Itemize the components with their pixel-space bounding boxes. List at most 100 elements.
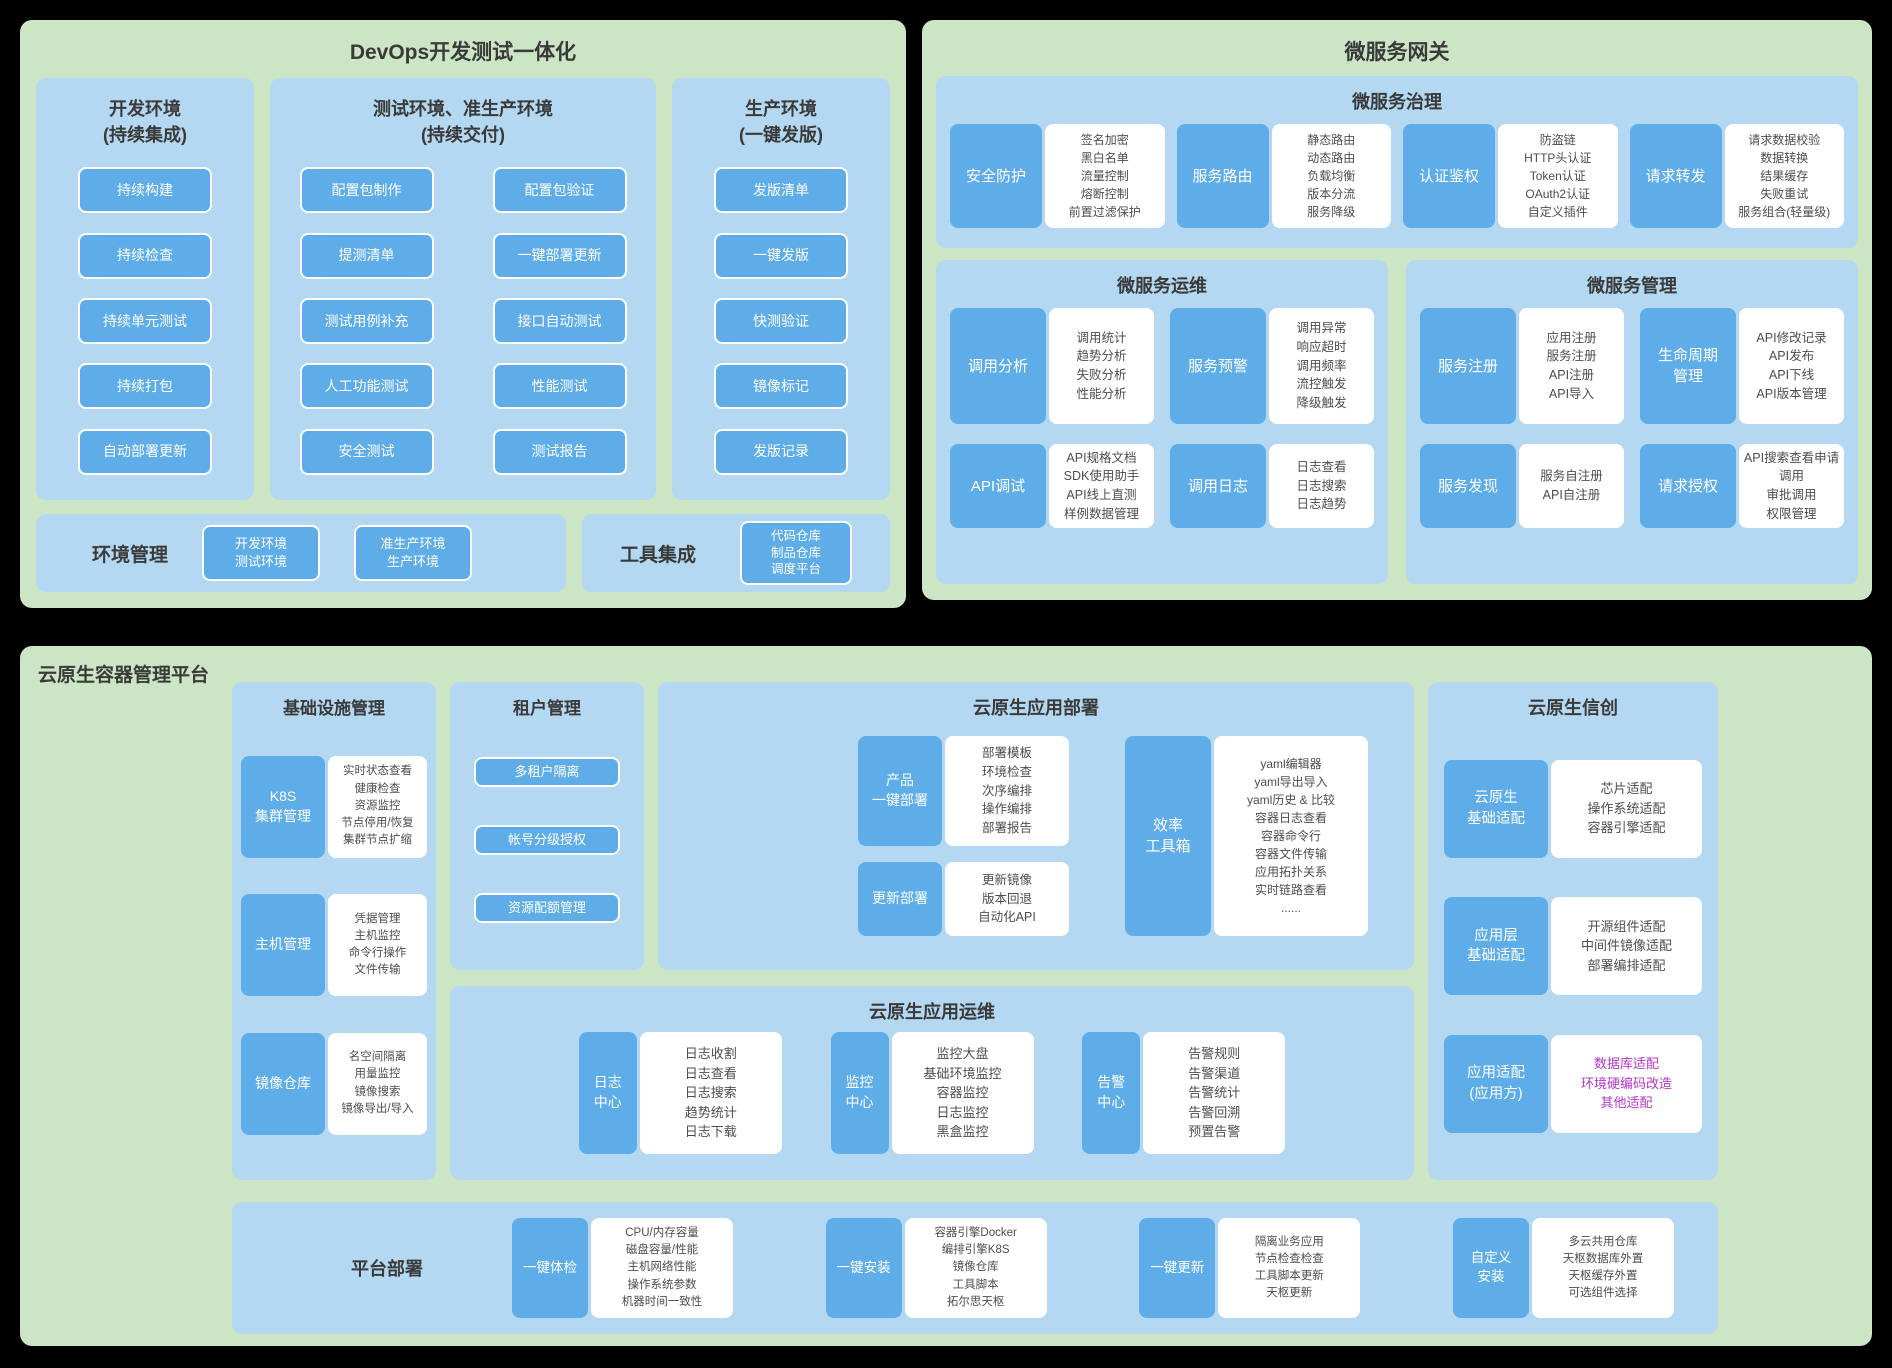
feature-details: 签名加密 黑白名单 流量控制 熔断控制 前置过滤保护 bbox=[1045, 124, 1165, 228]
app-ops-features: 日志 中心 日志收割 日志查看 日志搜索 趋势统计 日志下载 监控 中心 监控大… bbox=[450, 1024, 1414, 1154]
feature-block: 认证鉴权 防盗链 HTTP头认证 Token认证 OAuth2认证 自定义插件 bbox=[1403, 124, 1618, 228]
feature-details: 更新镜像 版本回退 自动化API bbox=[945, 862, 1069, 936]
env-management-label: 环境管理 bbox=[92, 544, 169, 566]
feature-block: 服务路由 静态路由 动态路由 负载均衡 版本分流 服务降级 bbox=[1176, 124, 1391, 228]
feature-block: 调用日志 日志查看 日志搜索 日志趋势 bbox=[1170, 444, 1374, 528]
gateway-operations-title: 微服务运维 bbox=[1117, 276, 1207, 296]
feature-details: 容器引擎Docker 编排引擎K8S 镜像仓库 工具脚本 拓尔思天枢 bbox=[904, 1218, 1047, 1318]
pipeline-step-button: 性能测试 bbox=[492, 363, 627, 410]
pipeline-step-button: 配置包验证 bbox=[492, 167, 627, 214]
infrastructure-features: K8S 集群管理 实时状态查看 健康检查 资源监控 节点停用/恢复 集群节点扩缩… bbox=[232, 719, 436, 1171]
feature-block: 云原生 基础适配 芯片适配 操作系统适配 容器引擎适配 bbox=[1444, 759, 1702, 858]
platform-deploy-title: 平台部署 bbox=[351, 1259, 423, 1279]
prod-env-steps: 发版清单 一键发版 快测验证 镜像标记 发版记录 bbox=[672, 148, 890, 500]
feature-label: 调用分析 bbox=[950, 308, 1046, 424]
pipeline-step-button: 持续单元测试 bbox=[78, 298, 212, 345]
governance-title: 微服务治理 bbox=[1352, 92, 1442, 112]
feature-label: 自定义 安装 bbox=[1452, 1218, 1529, 1318]
test-env-steps-left: 配置包制作 提测清单 测试用例补充 人工功能测试 安全测试 bbox=[270, 148, 463, 500]
feature-details: API修改记录 API发布 API下线 API版本管理 bbox=[1739, 308, 1844, 424]
tenant-feature-button: 多租户隔离 bbox=[474, 757, 620, 787]
pipeline-step-button: 接口自动测试 bbox=[492, 298, 627, 345]
feature-details: 名空间隔离 用量监控 镜像搜索 镜像导出/导入 bbox=[328, 1032, 427, 1135]
feature-label: 服务预警 bbox=[1170, 308, 1266, 424]
feature-label: 请求转发 bbox=[1629, 124, 1722, 228]
feature-label: 效率 工具箱 bbox=[1125, 736, 1211, 936]
pipeline-step-button: 自动部署更新 bbox=[78, 428, 212, 475]
prod-env-header: 生产环境 (一键发版) bbox=[739, 99, 823, 146]
dev-env-column: 开发环境 (持续集成) 持续构建 持续检查 持续单元测试 持续打包 自动部署更新 bbox=[36, 78, 254, 500]
pipeline-step-button: 持续打包 bbox=[78, 363, 212, 410]
feature-label: 调用日志 bbox=[1170, 444, 1266, 528]
feature-details: 防盗链 HTTP头认证 Token认证 OAuth2认证 自定义插件 bbox=[1498, 124, 1618, 228]
feature-label: 应用层 基础适配 bbox=[1444, 897, 1548, 995]
feature-block: 监控 中心 监控大盘 基础环境监控 容器监控 日志监控 黑盒监控 bbox=[830, 1032, 1034, 1154]
feature-label: 镜像仓库 bbox=[241, 1032, 325, 1135]
feature-label: 安全防护 bbox=[950, 124, 1042, 228]
feature-label: 一键更新 bbox=[1139, 1218, 1216, 1318]
app-ops-section: 云原生应用运维 日志 中心 日志收割 日志查看 日志搜索 趋势统计 日志下载 监… bbox=[450, 986, 1414, 1180]
test-env-steps: 配置包制作 提测清单 测试用例补充 人工功能测试 安全测试 配置包验证 一键部署… bbox=[270, 148, 656, 500]
feature-label: API调试 bbox=[950, 444, 1046, 528]
pipeline-step-button: 测试报告 bbox=[492, 428, 627, 475]
feature-label: 产品 一键部署 bbox=[858, 736, 942, 846]
feature-block: 产品 一键部署 部署模板 环境检查 次序编排 操作编排 部署报告 bbox=[858, 736, 1069, 846]
infrastructure-section: 基础设施管理 K8S 集群管理 实时状态查看 健康检查 资源监控 节点停用/恢复… bbox=[232, 682, 436, 1180]
tenant-section: 租户管理 多租户隔离 帐号分级授权 资源配额管理 bbox=[450, 682, 644, 970]
cloud-platform-title: 云原生容器管理平台 bbox=[38, 665, 210, 686]
devops-panel: DevOps开发测试一体化 开发环境 (持续集成) 持续构建 持续检查 持续单元… bbox=[20, 20, 906, 608]
pipeline-step-button: 持续构建 bbox=[78, 167, 212, 214]
tenant-title: 租户管理 bbox=[513, 699, 581, 718]
gateway-panel-title: 微服务网关 bbox=[1344, 41, 1450, 64]
pipeline-step-button: 配置包制作 bbox=[299, 167, 434, 214]
governance-features: 安全防护 签名加密 黑白名单 流量控制 熔断控制 前置过滤保护 服务路由 静态路… bbox=[936, 114, 1858, 228]
xinchuang-title: 云原生信创 bbox=[1528, 698, 1618, 718]
pipeline-step-button: 一键发版 bbox=[714, 232, 848, 279]
feature-details: 部署模板 环境检查 次序编排 操作编排 部署报告 bbox=[945, 736, 1069, 846]
gateway-panel: 微服务网关 微服务治理 安全防护 签名加密 黑白名单 流量控制 熔断控制 前置过… bbox=[922, 20, 1872, 600]
pipeline-step-button: 提测清单 bbox=[299, 232, 434, 279]
feature-block: 一键体检 CPU/内存容量 磁盘容量/性能 主机网络性能 操作系统参数 机器时间… bbox=[512, 1218, 733, 1318]
feature-block: 应用层 基础适配 开源组件适配 中间件镜像适配 部署编排适配 bbox=[1444, 897, 1702, 995]
feature-block: 服务发现 服务自注册 API自注册 bbox=[1420, 444, 1624, 528]
feature-label: 监控 中心 bbox=[830, 1032, 889, 1154]
devops-panel-title: DevOps开发测试一体化 bbox=[349, 41, 577, 64]
pipeline-step-button: 快测验证 bbox=[714, 298, 848, 345]
feature-details-highlighted: 数据库适配 环境硬编码改造 其他适配 bbox=[1551, 1034, 1702, 1133]
feature-details: 多云共用仓库 天枢数据库外置 天枢缓存外置 可选组件选择 bbox=[1531, 1218, 1674, 1318]
feature-block: 一键更新 隔离业务应用 节点检查检查 工具脚本更新 天枢更新 bbox=[1139, 1218, 1361, 1318]
pipeline-step-button: 发版记录 bbox=[714, 428, 848, 475]
feature-details: 监控大盘 基础环境监控 容器监控 日志监控 黑盒监控 bbox=[891, 1032, 1034, 1154]
feature-block: 一键安装 容器引擎Docker 编排引擎K8S 镜像仓库 工具脚本 拓尔思天枢 bbox=[825, 1218, 1047, 1318]
env-group-button: 准生产环境 生产环境 bbox=[354, 525, 473, 581]
tenant-buttons: 多租户隔离 帐号分级授权 资源配额管理 bbox=[450, 719, 644, 961]
feature-details: 请求数据校验 数据转换 结果缓存 失败重试 服务组合(轻量级) bbox=[1724, 124, 1844, 228]
gateway-management-features: 服务注册 应用注册 服务注册 API注册 API导入 生命周期 管理 API修改… bbox=[1406, 298, 1858, 528]
pipeline-step-button: 发版清单 bbox=[714, 167, 848, 214]
feature-block: 自定义 安装 多云共用仓库 天枢数据库外置 天枢缓存外置 可选组件选择 bbox=[1452, 1218, 1674, 1318]
feature-block: 服务预警 调用异常 响应超时 调用频率 流控触发 降级触发 bbox=[1170, 308, 1374, 424]
app-deploy-left-stack: 产品 一键部署 部署模板 环境检查 次序编排 操作编排 部署报告 更新部署 更新… bbox=[858, 736, 1069, 936]
env-management-box: 环境管理 开发环境 测试环境 准生产环境 生产环境 bbox=[36, 514, 566, 592]
feature-details: API搜索查看申请 调用 审批调用 权限管理 bbox=[1739, 444, 1844, 528]
gateway-management-section: 微服务管理 服务注册 应用注册 服务注册 API注册 API导入 生命周期 管理… bbox=[1406, 260, 1858, 584]
prod-env-column: 生产环境 (一键发版) 发版清单 一键发版 快测验证 镜像标记 发版记录 bbox=[672, 78, 890, 500]
feature-block: API调试 API规格文档 SDK使用助手 API线上直测 样例数据管理 bbox=[950, 444, 1154, 528]
feature-label: 一键安装 bbox=[825, 1218, 902, 1318]
pipeline-step-button: 一键部署更新 bbox=[492, 232, 627, 279]
feature-label: 认证鉴权 bbox=[1403, 124, 1495, 228]
feature-label: 请求授权 bbox=[1640, 444, 1736, 528]
pipeline-step-button: 安全测试 bbox=[299, 428, 434, 475]
feature-block: 调用分析 调用统计 趋势分析 失败分析 性能分析 bbox=[950, 308, 1154, 424]
tenant-feature-button: 帐号分级授权 bbox=[474, 825, 620, 855]
feature-label: 更新部署 bbox=[858, 862, 942, 936]
feature-details: 日志查看 日志搜索 日志趋势 bbox=[1269, 444, 1374, 528]
feature-details: 服务自注册 API自注册 bbox=[1519, 444, 1624, 528]
feature-label: 云原生 基础适配 bbox=[1444, 759, 1548, 858]
feature-label: 一键体检 bbox=[512, 1218, 588, 1318]
pipeline-step-button: 人工功能测试 bbox=[299, 363, 434, 410]
feature-details: CPU/内存容量 磁盘容量/性能 主机网络性能 操作系统参数 机器时间一致性 bbox=[591, 1218, 733, 1318]
feature-details: 调用异常 响应超时 调用频率 流控触发 降级触发 bbox=[1269, 308, 1374, 424]
feature-block: 请求转发 请求数据校验 数据转换 结果缓存 失败重试 服务组合(轻量级) bbox=[1629, 124, 1844, 228]
